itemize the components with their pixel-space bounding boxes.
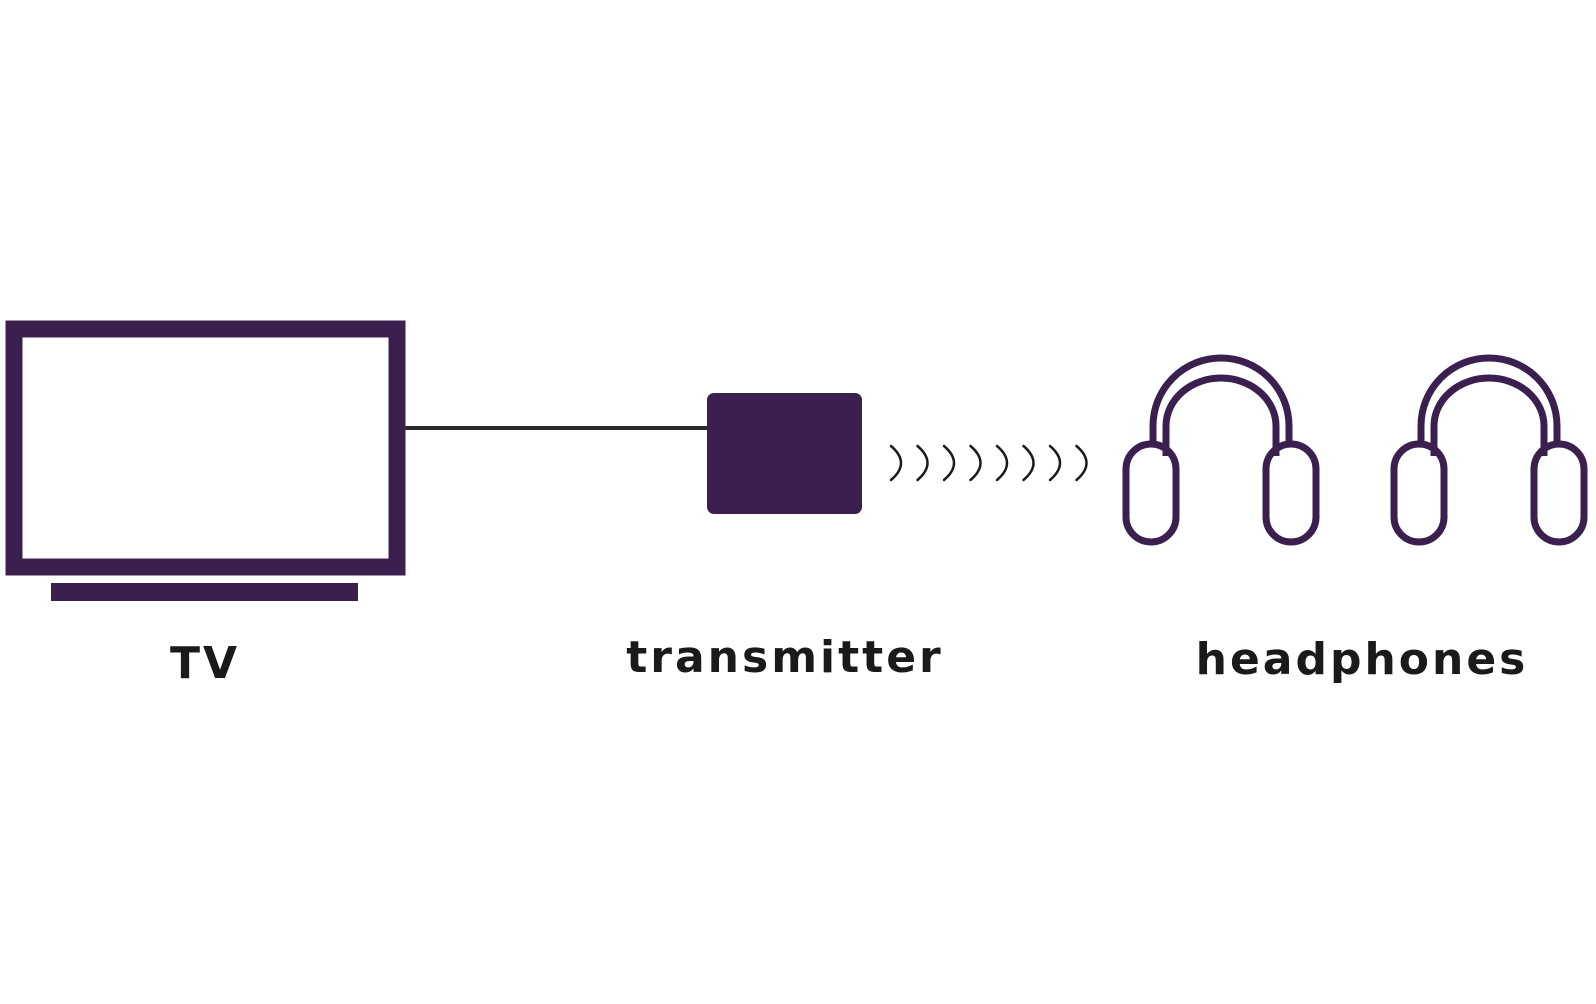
headphones-icon	[1394, 358, 1584, 542]
wave-arc	[1075, 444, 1088, 482]
wireless-waves-icon	[889, 444, 1088, 482]
wave-arc	[942, 444, 956, 482]
wave-arc	[916, 444, 929, 482]
headphones-icon	[1126, 358, 1316, 542]
tv-screen	[5, 320, 406, 576]
wave-arc	[969, 444, 982, 482]
wave-arc	[1022, 444, 1035, 482]
headphones-label: headphones	[1195, 634, 1529, 685]
wave-arc	[995, 444, 1009, 482]
transmitter-label: transmitter	[626, 632, 944, 683]
tv-icon	[5, 320, 406, 601]
tv-label: TV	[169, 638, 241, 689]
wave-arc	[1048, 444, 1062, 482]
tv-stand	[51, 583, 358, 601]
wave-arc	[889, 444, 903, 482]
transmitter-icon	[707, 393, 862, 514]
